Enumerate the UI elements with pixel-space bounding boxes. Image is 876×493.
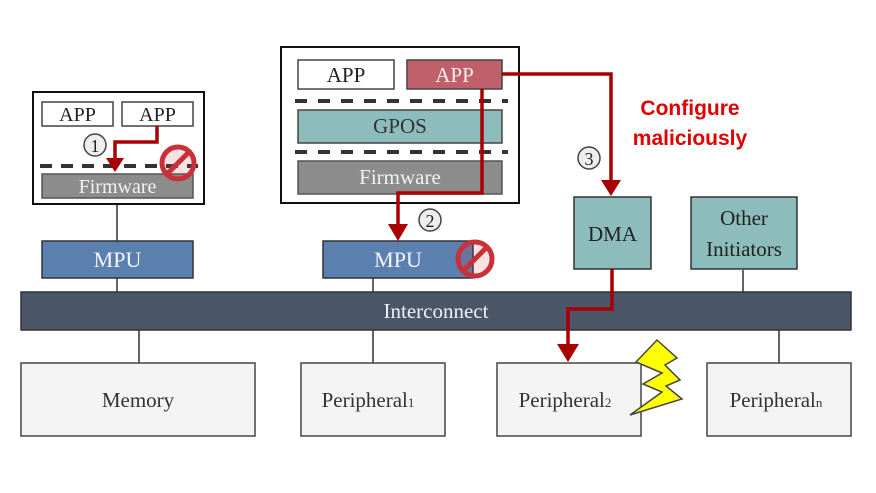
other-initiators-label-2: Initiators — [706, 237, 782, 261]
other-initiators-label-1: Other — [720, 206, 768, 230]
malicious-app[interactable] — [406, 59, 503, 90]
mpu-middle-label: MPU — [374, 247, 422, 272]
left-system: APP APP Firmware 1 — [32, 91, 205, 205]
peripheral-1-label: Peripheral1 — [322, 388, 415, 412]
annotation-line-1: Configure — [640, 97, 739, 120]
step-3-label: 3 — [585, 149, 594, 169]
attack-arrow-1 — [113, 126, 159, 163]
step-2-badge — [418, 208, 442, 232]
interconnect-label: Interconnect — [384, 299, 489, 323]
other-initiators[interactable] — [690, 196, 798, 270]
mpu-middle[interactable] — [322, 240, 474, 279]
blocked-icon — [159, 144, 197, 182]
middle-app-1-label: APP — [327, 63, 366, 87]
mpu-left[interactable] — [41, 240, 194, 279]
connectors — [116, 205, 780, 363]
attack-arrow-3 — [502, 72, 613, 182]
step-3-badge — [577, 146, 601, 170]
step-2-label: 2 — [426, 211, 435, 231]
gpos-label: GPOS — [373, 114, 427, 138]
arrowhead-2 — [388, 224, 408, 241]
lightning-icon — [629, 338, 684, 416]
attack-arrow-4 — [566, 269, 614, 348]
left-app-2[interactable] — [121, 101, 194, 127]
dma-label: DMA — [588, 222, 638, 246]
attack-arrow-2 — [396, 89, 484, 228]
left-firmware-label: Firmware — [79, 176, 157, 198]
interconnect-bus[interactable] — [20, 291, 852, 331]
mpu-left-label: MPU — [94, 247, 142, 272]
blocked-icon — [455, 239, 495, 279]
memory[interactable] — [20, 362, 256, 437]
step-1-badge — [83, 133, 107, 157]
arrowhead-3 — [601, 180, 621, 196]
step-1-label: 1 — [91, 136, 100, 156]
annotation-line-2: maliciously — [633, 127, 748, 150]
left-app-1[interactable] — [41, 101, 114, 127]
arrowhead-4 — [557, 344, 579, 362]
peripheral-2-label: Peripheral2 — [519, 388, 612, 412]
left-app-1-label: APP — [59, 104, 96, 126]
middle-firmware[interactable] — [297, 160, 503, 195]
malicious-app-label: APP — [435, 63, 474, 87]
gpos[interactable] — [297, 109, 503, 144]
arrowhead-1 — [106, 158, 124, 172]
peripheral-n[interactable] — [706, 362, 852, 437]
middle-firmware-label: Firmware — [359, 165, 441, 189]
middle-app-1[interactable] — [297, 59, 395, 90]
peripheral-n-label: Peripheraln — [730, 388, 823, 412]
left-app-2-label: APP — [139, 104, 176, 126]
peripheral-2[interactable] — [496, 362, 642, 437]
middle-system: APP APP GPOS Firmware — [280, 46, 520, 204]
memory-label: Memory — [102, 388, 175, 412]
dma[interactable] — [573, 196, 652, 270]
peripheral-1[interactable] — [300, 362, 446, 437]
